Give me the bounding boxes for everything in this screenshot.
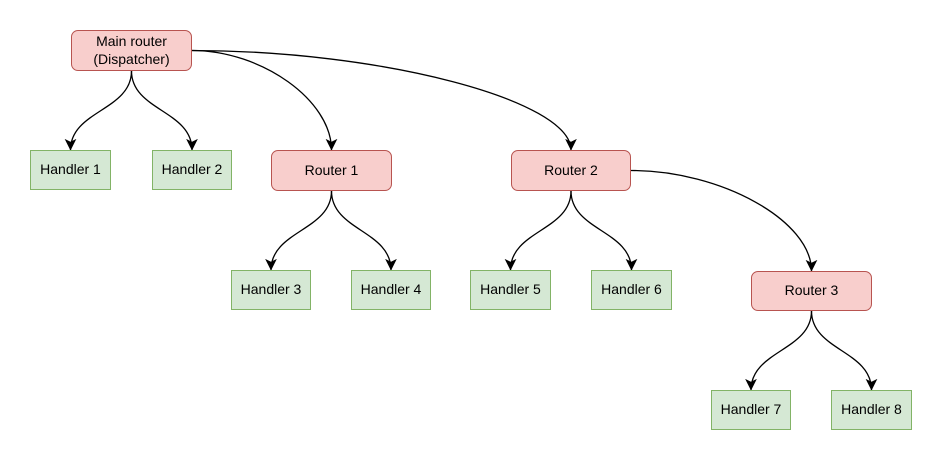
edge-router-2-to-router-3: [630, 169, 818, 272]
node-label-handler-1: Handler 1: [40, 161, 101, 178]
node-label-handler-6: Handler 6: [601, 281, 662, 298]
node-router-3: Router 3: [751, 271, 872, 311]
node-label-router-2: Router 2: [544, 161, 598, 178]
node-label-handler-4: Handler 4: [360, 281, 422, 298]
edge-router-2-to-handler-6: [570, 190, 638, 271]
edge-main-router-to-router-2: [191, 49, 577, 151]
edge-main-router-to-router-1: [191, 49, 338, 151]
node-handler-7: Handler 7: [711, 390, 791, 430]
node-label-handler-5: Handler 5: [480, 281, 541, 298]
node-label-handler-2: Handler 2: [161, 161, 223, 178]
node-handler-8: Handler 8: [831, 390, 912, 430]
node-router-1: Router 1: [271, 150, 392, 191]
node-label-handler-8: Handler 8: [841, 401, 902, 418]
node-router-2: Router 2: [511, 150, 631, 191]
node-handler-5: Handler 5: [470, 270, 551, 310]
edge-router-3-to-handler-7: [745, 310, 813, 391]
node-label-router-1: Router 1: [304, 161, 359, 178]
node-label-handler-7: Handler 7: [720, 401, 782, 418]
node-handler-2: Handler 2: [152, 150, 232, 190]
edge-router-2-to-handler-5: [504, 190, 572, 271]
node-label-router-3: Router 3: [784, 282, 839, 299]
edge-router-3-to-handler-8: [810, 310, 878, 391]
edge-router-1-to-handler-3: [265, 190, 333, 271]
node-main-router: Main router (Dispatcher): [71, 30, 192, 71]
node-handler-4: Handler 4: [351, 270, 431, 310]
node-label-main-router: Main router (Dispatcher): [93, 33, 170, 67]
edge-router-1-to-handler-4: [330, 190, 397, 271]
node-handler-3: Handler 3: [231, 270, 311, 310]
node-handler-1: Handler 1: [30, 150, 111, 190]
edge-main-router-to-handler-2: [130, 70, 198, 151]
edge-main-router-to-handler-1: [64, 70, 133, 151]
node-handler-6: Handler 6: [591, 270, 672, 310]
node-label-handler-3: Handler 3: [240, 281, 302, 298]
